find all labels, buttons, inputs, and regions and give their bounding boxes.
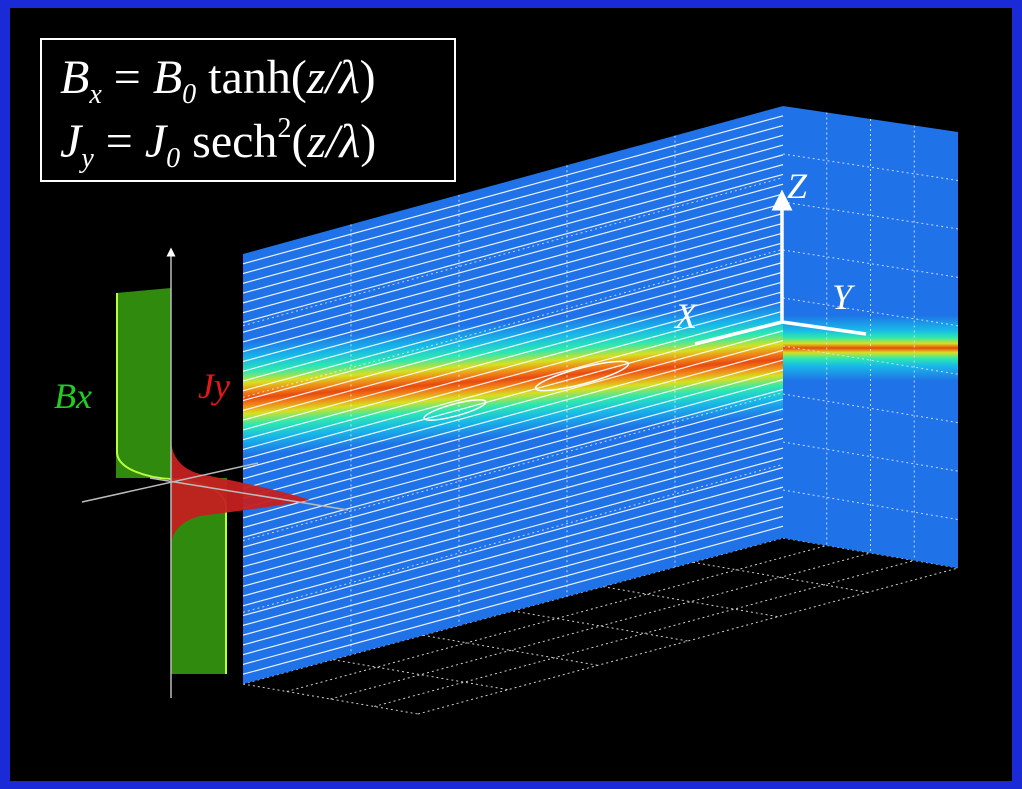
jy-equation: Jy = J0 sech2(z/λ) <box>60 115 377 173</box>
y-axis-line <box>781 320 867 336</box>
j0-symbol: J <box>144 115 167 168</box>
front-face-grid <box>242 135 784 655</box>
magnetic-island-outline <box>423 399 487 421</box>
profile-depth-axis <box>149 477 349 511</box>
tanh-function: tanh( <box>196 51 307 104</box>
equals-sign: = <box>101 51 153 104</box>
close-paren: ) <box>360 115 377 168</box>
field-line <box>242 437 784 587</box>
sech-exponent: 2 <box>277 113 292 144</box>
j0-subscript: 0 <box>166 143 181 174</box>
field-line <box>242 242 784 392</box>
field-line <box>242 115 784 265</box>
axis-label-z: Z <box>787 166 808 206</box>
bx-equation: Bx = B0 tanh(z/λ) <box>60 51 376 109</box>
field-line <box>242 408 784 558</box>
floor-grid-line <box>332 659 509 691</box>
floor-grid-line <box>602 586 779 618</box>
field-line <box>242 359 784 509</box>
magnetic-island-outline <box>534 360 630 392</box>
field-line <box>242 310 784 460</box>
front-grid-line <box>242 463 784 613</box>
jy-subscript: y <box>81 143 94 174</box>
field-line <box>242 212 784 363</box>
equals-sign: = <box>93 115 145 168</box>
field-line <box>242 183 784 333</box>
field-line <box>242 291 784 441</box>
b0-symbol: B <box>152 51 183 104</box>
field-line <box>242 427 784 578</box>
close-paren: ) <box>359 51 376 104</box>
x-axis-line <box>694 320 783 346</box>
floor-grid-line <box>512 610 689 642</box>
equation-box: Bx = B0 tanh(z/λ) Jy = J0 sech2(z/λ) <box>40 38 456 182</box>
field-line <box>242 418 784 568</box>
field-line <box>242 330 784 480</box>
field-line <box>242 144 784 294</box>
field-line <box>242 467 784 617</box>
field-line <box>242 252 784 402</box>
field-line <box>242 134 784 284</box>
jy-profile-label: Jy <box>198 366 230 406</box>
b0-subscript: 0 <box>182 79 197 110</box>
field-line <box>242 154 784 304</box>
field-line <box>242 398 784 548</box>
field-line <box>242 222 784 372</box>
open-paren: ( <box>291 115 308 168</box>
floor-grid-line <box>330 552 871 700</box>
jy-symbol: J <box>60 115 82 168</box>
field-line <box>242 369 784 519</box>
field-line <box>242 515 784 666</box>
field-line <box>242 261 784 411</box>
field-line <box>242 232 784 382</box>
field-line <box>242 339 784 490</box>
field-line <box>242 486 784 636</box>
field-line <box>242 447 784 597</box>
bx-subscript: x <box>89 79 102 110</box>
bx-profile-lower <box>171 478 227 674</box>
sech-function: sech <box>180 115 278 168</box>
field-line <box>242 476 784 626</box>
front-grid-line <box>242 392 784 542</box>
bx-profile-upper <box>116 288 171 478</box>
axis-label-y: Y <box>832 277 856 317</box>
field-line <box>242 193 784 343</box>
bx-profile-label: Bx <box>54 376 92 416</box>
front-grid-line <box>242 177 784 327</box>
field-line <box>242 457 784 607</box>
field-line <box>242 164 784 314</box>
field-line <box>242 124 784 275</box>
field-line <box>242 281 784 431</box>
sech-argument: z/λ <box>307 115 361 168</box>
front-grid-line <box>242 248 784 398</box>
field-line <box>242 203 784 353</box>
floor-grid-line <box>417 567 959 715</box>
field-line <box>242 388 784 538</box>
field-line <box>242 506 784 656</box>
front-grid-line <box>242 320 784 470</box>
jy-profile <box>171 288 310 674</box>
floor-grid-line <box>374 560 915 707</box>
profile-horizontal-axis <box>81 462 259 503</box>
field-line <box>242 349 784 499</box>
field-line <box>242 496 784 646</box>
field-line <box>242 379 784 529</box>
field-line <box>242 271 784 421</box>
axis-label-x: X <box>673 296 699 336</box>
field-lines <box>242 115 784 675</box>
profile-plot: Bx Jy <box>54 247 349 698</box>
field-line <box>242 173 784 323</box>
floor-grid-line <box>286 545 827 692</box>
tanh-argument: z/λ <box>306 51 360 104</box>
bx-symbol: B <box>60 51 90 104</box>
field-line <box>242 525 784 675</box>
field-line <box>242 300 784 451</box>
